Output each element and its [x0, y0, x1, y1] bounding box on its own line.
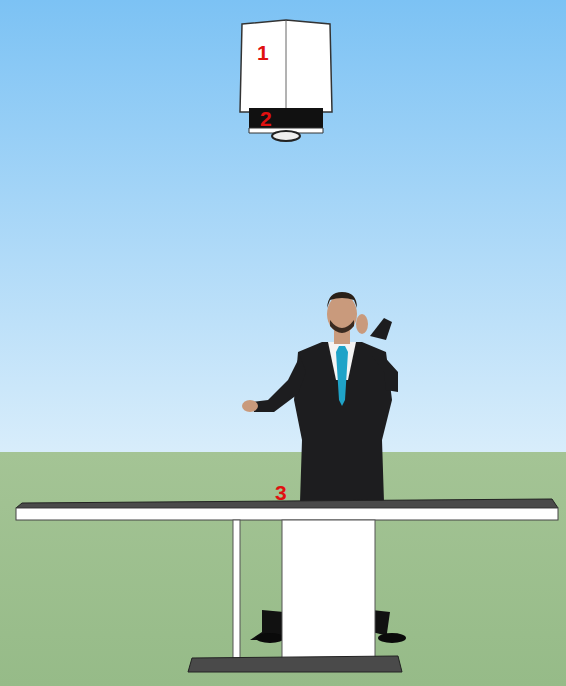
beard — [330, 320, 354, 333]
callout-number: 3 — [275, 482, 287, 503]
shoe-left — [256, 633, 284, 643]
black-strip — [249, 108, 323, 128]
table-leg-block — [282, 520, 375, 670]
tie — [336, 346, 348, 406]
left-hand — [242, 400, 258, 412]
right-hand — [356, 314, 368, 334]
table-support-plank — [233, 520, 240, 660]
sky — [0, 0, 566, 452]
head — [327, 295, 357, 333]
ground — [0, 452, 566, 686]
table-top-edge — [16, 508, 558, 520]
device-housing — [240, 20, 332, 112]
device-seam — [286, 20, 287, 112]
right-forearm — [370, 318, 392, 340]
left-arm — [252, 356, 306, 412]
hair — [327, 292, 357, 308]
table-top-surface — [16, 499, 558, 508]
callout-number: 2 — [260, 108, 272, 129]
suit-jacket — [294, 342, 392, 502]
right-arm — [372, 352, 398, 392]
table-base-plate — [188, 656, 402, 672]
shoe-right — [378, 633, 406, 643]
device-lens — [272, 131, 300, 141]
callout-number: 1 — [257, 42, 269, 63]
